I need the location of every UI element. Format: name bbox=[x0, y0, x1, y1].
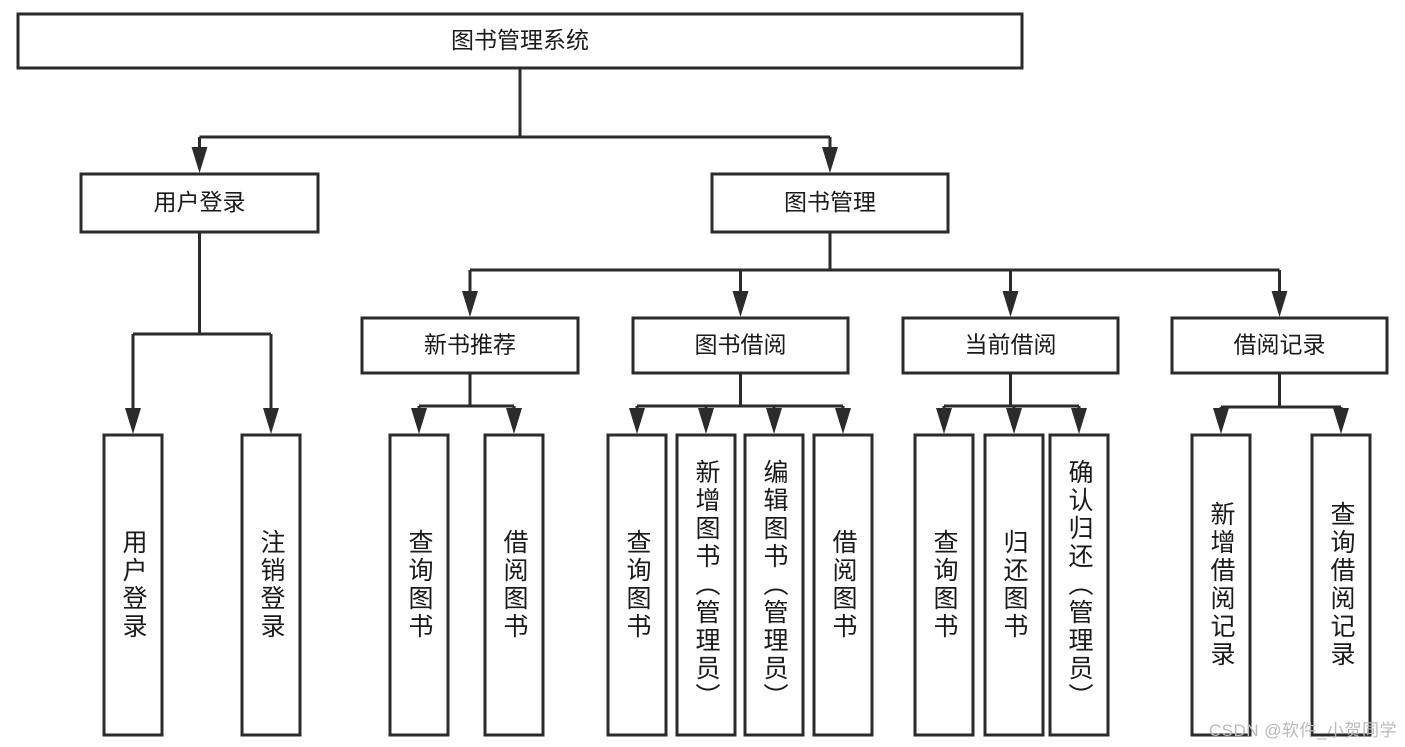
node-leaf-add-record[interactable]: 新增借阅记录 bbox=[1190, 433, 1252, 737]
connector-book-manage bbox=[462, 232, 1288, 317]
node-leaf-user-login[interactable]: 用户登录 bbox=[102, 433, 164, 737]
node-leaf-return-book[interactable]: 归还图书 bbox=[983, 433, 1045, 737]
connector-borrow-record bbox=[1213, 373, 1349, 434]
node-leaf-logout[interactable]: 注销登录 bbox=[240, 433, 302, 737]
node-leaf-confirm-return[interactable]: 确认归还（管理员） bbox=[1048, 433, 1110, 737]
node-label: 新书推荐 bbox=[424, 332, 516, 358]
connector-new-book-recommend bbox=[411, 373, 522, 434]
edges-layer bbox=[125, 68, 1349, 434]
node-label: 新增图书（管理员） bbox=[692, 459, 721, 711]
nodes-layer: 图书管理系统用户登录图书管理新书推荐图书借阅当前借阅借阅记录用户登录注销登录查询… bbox=[16, 12, 1389, 737]
node-label: 查询借阅记录 bbox=[1327, 501, 1356, 669]
node-current-borrow[interactable]: 当前借阅 bbox=[901, 316, 1120, 375]
node-label: 确认归还（管理员） bbox=[1065, 459, 1094, 711]
node-label: 注销登录 bbox=[257, 529, 286, 641]
node-label: 借阅记录 bbox=[1234, 332, 1326, 358]
connector-current-borrow bbox=[936, 373, 1087, 434]
node-label: 图书管理系统 bbox=[451, 27, 589, 53]
connector-book-borrow bbox=[629, 373, 851, 434]
node-leaf-query-book-3[interactable]: 查询图书 bbox=[913, 433, 975, 737]
connector-user-login bbox=[125, 232, 279, 434]
node-label: 查询图书 bbox=[623, 529, 652, 641]
node-label: 用户登录 bbox=[119, 529, 148, 641]
node-label: 新增借阅记录 bbox=[1207, 501, 1236, 669]
node-leaf-query-book-2[interactable]: 查询图书 bbox=[606, 433, 668, 737]
node-leaf-query-book-1[interactable]: 查询图书 bbox=[388, 433, 450, 737]
node-book-manage[interactable]: 图书管理 bbox=[710, 172, 950, 234]
connector-root bbox=[191, 68, 838, 173]
node-borrow-record[interactable]: 借阅记录 bbox=[1170, 316, 1389, 375]
node-leaf-edit-book[interactable]: 编辑图书（管理员） bbox=[743, 433, 805, 737]
node-label: 借阅图书 bbox=[500, 529, 529, 641]
node-label: 查询图书 bbox=[930, 529, 959, 641]
csdn-watermark: CSDN @软件_小贺同学 bbox=[1208, 721, 1397, 740]
node-new-book-recommend[interactable]: 新书推荐 bbox=[360, 316, 580, 375]
node-user-login[interactable]: 用户登录 bbox=[79, 172, 320, 234]
node-book-borrow[interactable]: 图书借阅 bbox=[631, 316, 850, 375]
node-label: 归还图书 bbox=[1000, 529, 1029, 641]
node-label: 用户登录 bbox=[154, 189, 246, 215]
node-label: 当前借阅 bbox=[965, 332, 1057, 358]
node-root[interactable]: 图书管理系统 bbox=[16, 12, 1024, 70]
node-leaf-borrow-book-1[interactable]: 借阅图书 bbox=[483, 433, 545, 737]
node-label: 图书借阅 bbox=[695, 332, 787, 358]
node-leaf-add-book[interactable]: 新增图书（管理员） bbox=[675, 433, 737, 737]
node-label: 借阅图书 bbox=[829, 529, 858, 641]
node-leaf-borrow-book-2[interactable]: 借阅图书 bbox=[812, 433, 874, 737]
node-leaf-query-record[interactable]: 查询借阅记录 bbox=[1310, 433, 1372, 737]
node-label: 查询图书 bbox=[405, 529, 434, 641]
node-label: 图书管理 bbox=[784, 189, 876, 215]
node-label: 编辑图书（管理员） bbox=[760, 459, 789, 711]
